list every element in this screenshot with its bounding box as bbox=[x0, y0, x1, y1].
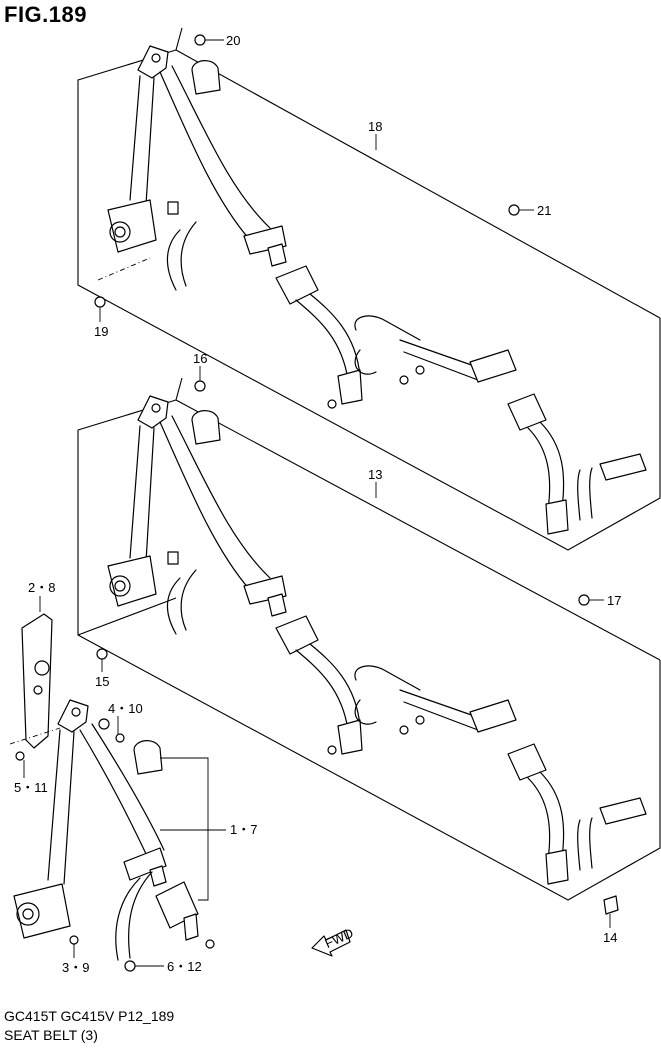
callout-5-11: 5・11 bbox=[14, 780, 48, 795]
callout-14: 14 bbox=[603, 930, 617, 945]
callout-15: 15 bbox=[95, 674, 109, 689]
callout-19: 19 bbox=[94, 324, 108, 339]
callout-leaders bbox=[23, 39, 611, 967]
assembly-box-13 bbox=[77, 377, 661, 901]
callout-2-8: 2・8 bbox=[28, 580, 55, 595]
callout-labels: 20 18 21 19 16 13 17 2・8 15 4・10 5・11 1・… bbox=[14, 33, 621, 975]
callout-4-10: 4・10 bbox=[108, 701, 143, 716]
upper-seat-belt-assembly bbox=[94, 34, 647, 535]
callout-1-7: 1・7 bbox=[230, 822, 257, 837]
forward-direction-arrow: FWD bbox=[311, 925, 356, 957]
footer-model-code: GC415T GC415V P12_189 bbox=[4, 1008, 175, 1024]
lower-seat-belt-assembly bbox=[96, 380, 647, 915]
footer-figure-title: SEAT BELT (3) bbox=[4, 1027, 98, 1043]
callout-18: 18 bbox=[368, 119, 382, 134]
figure-title: FIG.189 bbox=[4, 2, 87, 27]
callout-13: 13 bbox=[368, 467, 382, 482]
callout-21: 21 bbox=[537, 203, 551, 218]
callout-17: 17 bbox=[607, 593, 621, 608]
callout-6-12: 6・12 bbox=[167, 959, 202, 974]
callout-16: 16 bbox=[193, 351, 207, 366]
left-seat-belt-assembly bbox=[9, 613, 226, 972]
callout-3-9: 3・9 bbox=[62, 960, 89, 975]
assembly-box-18 bbox=[77, 27, 661, 551]
callout-20: 20 bbox=[226, 33, 240, 48]
